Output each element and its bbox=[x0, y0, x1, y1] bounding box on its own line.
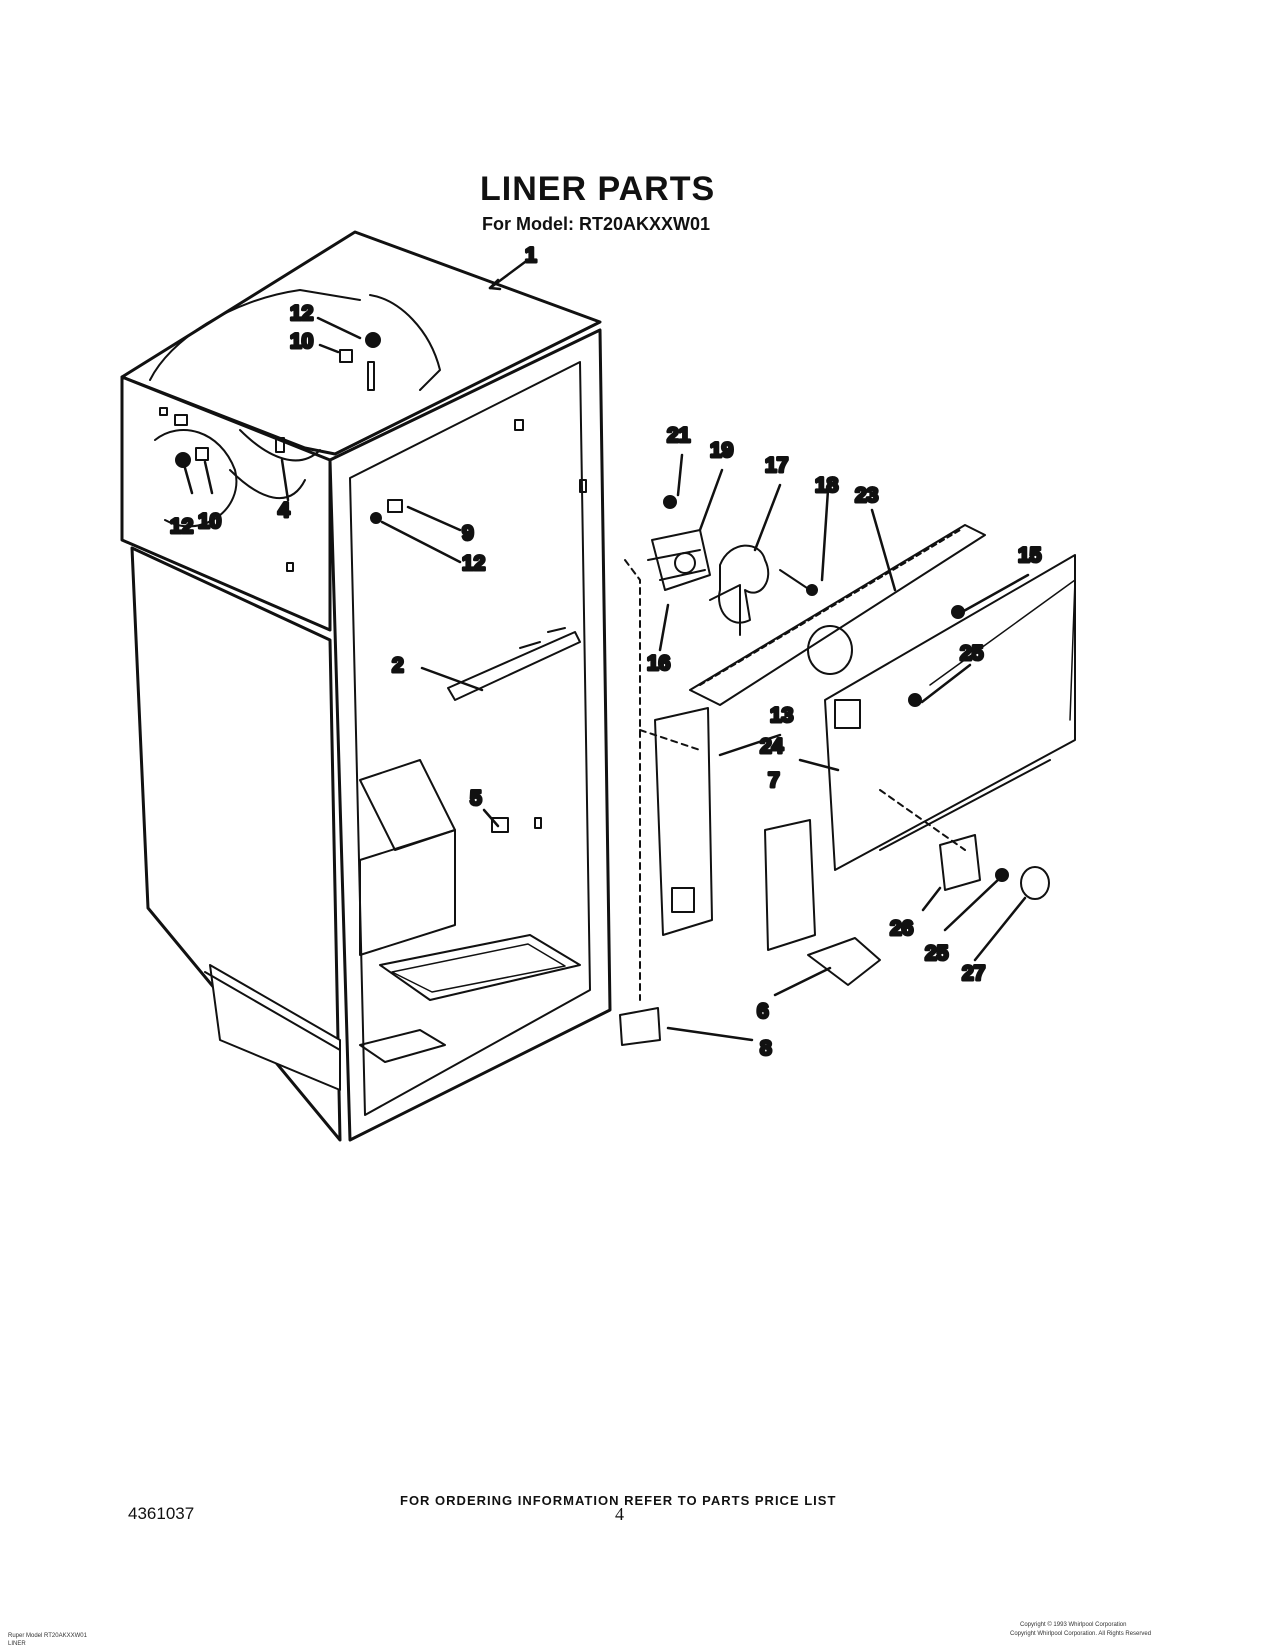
callout-17: 17 bbox=[765, 454, 788, 477]
callout-10: 10 bbox=[198, 510, 221, 533]
part-icons bbox=[175, 332, 581, 833]
callout-2: 2 bbox=[392, 654, 404, 677]
copyright-line-2: Copyright Whirlpool Corporation. All Rig… bbox=[1010, 1631, 1152, 1637]
callout-27: 27 bbox=[962, 962, 985, 985]
section-line: LINER bbox=[8, 1641, 26, 1647]
callout-21: 21 bbox=[667, 424, 691, 447]
model-line: Ruper Model RT20AKXXW01 bbox=[8, 1633, 87, 1639]
callout-13: 13 bbox=[770, 704, 793, 727]
callout-12: 12 bbox=[290, 302, 313, 325]
callout-25: 25 bbox=[960, 642, 984, 665]
callout-8: 8 bbox=[760, 1037, 772, 1060]
fan-assembly bbox=[619, 495, 1076, 1046]
callout-12: 12 bbox=[170, 515, 193, 538]
callout-19: 19 bbox=[710, 439, 733, 462]
ordering-note: FOR ORDERING INFORMATION REFER TO PARTS … bbox=[400, 1493, 837, 1508]
callout-23: 23 bbox=[855, 484, 878, 507]
page-title: LINER PARTS bbox=[480, 170, 716, 208]
callout-25: 25 bbox=[925, 942, 949, 965]
callout-15: 15 bbox=[1018, 544, 1042, 567]
callout-5: 5 bbox=[470, 787, 482, 810]
callout-10: 10 bbox=[290, 330, 313, 353]
liner-cabinet bbox=[120, 230, 612, 1142]
callout-18: 18 bbox=[815, 474, 839, 497]
callout-26: 26 bbox=[890, 917, 913, 940]
callout-4: 4 bbox=[278, 499, 290, 522]
callout-24: 24 bbox=[760, 735, 784, 758]
callout-1: 1 bbox=[525, 244, 537, 267]
document-number: 4361037 bbox=[128, 1504, 195, 1523]
copyright-line-1: Copyright © 1993 Whirlpool Corporation bbox=[1020, 1622, 1127, 1628]
model-subtitle: For Model: RT20AKXXW01 bbox=[482, 214, 711, 234]
callout-7: 7 bbox=[768, 769, 780, 792]
page-number: 4 bbox=[615, 1504, 624, 1524]
callout-16: 16 bbox=[647, 652, 670, 675]
callout-9: 9 bbox=[462, 522, 474, 545]
callout-12: 12 bbox=[462, 552, 485, 575]
leader-arrows bbox=[183, 260, 1030, 1042]
callout-6: 6 bbox=[757, 1000, 769, 1023]
callout-numbers: 1 12 10 12 10 4 9 12 2 5 21 19 17 18 23 … bbox=[169, 243, 1044, 1062]
